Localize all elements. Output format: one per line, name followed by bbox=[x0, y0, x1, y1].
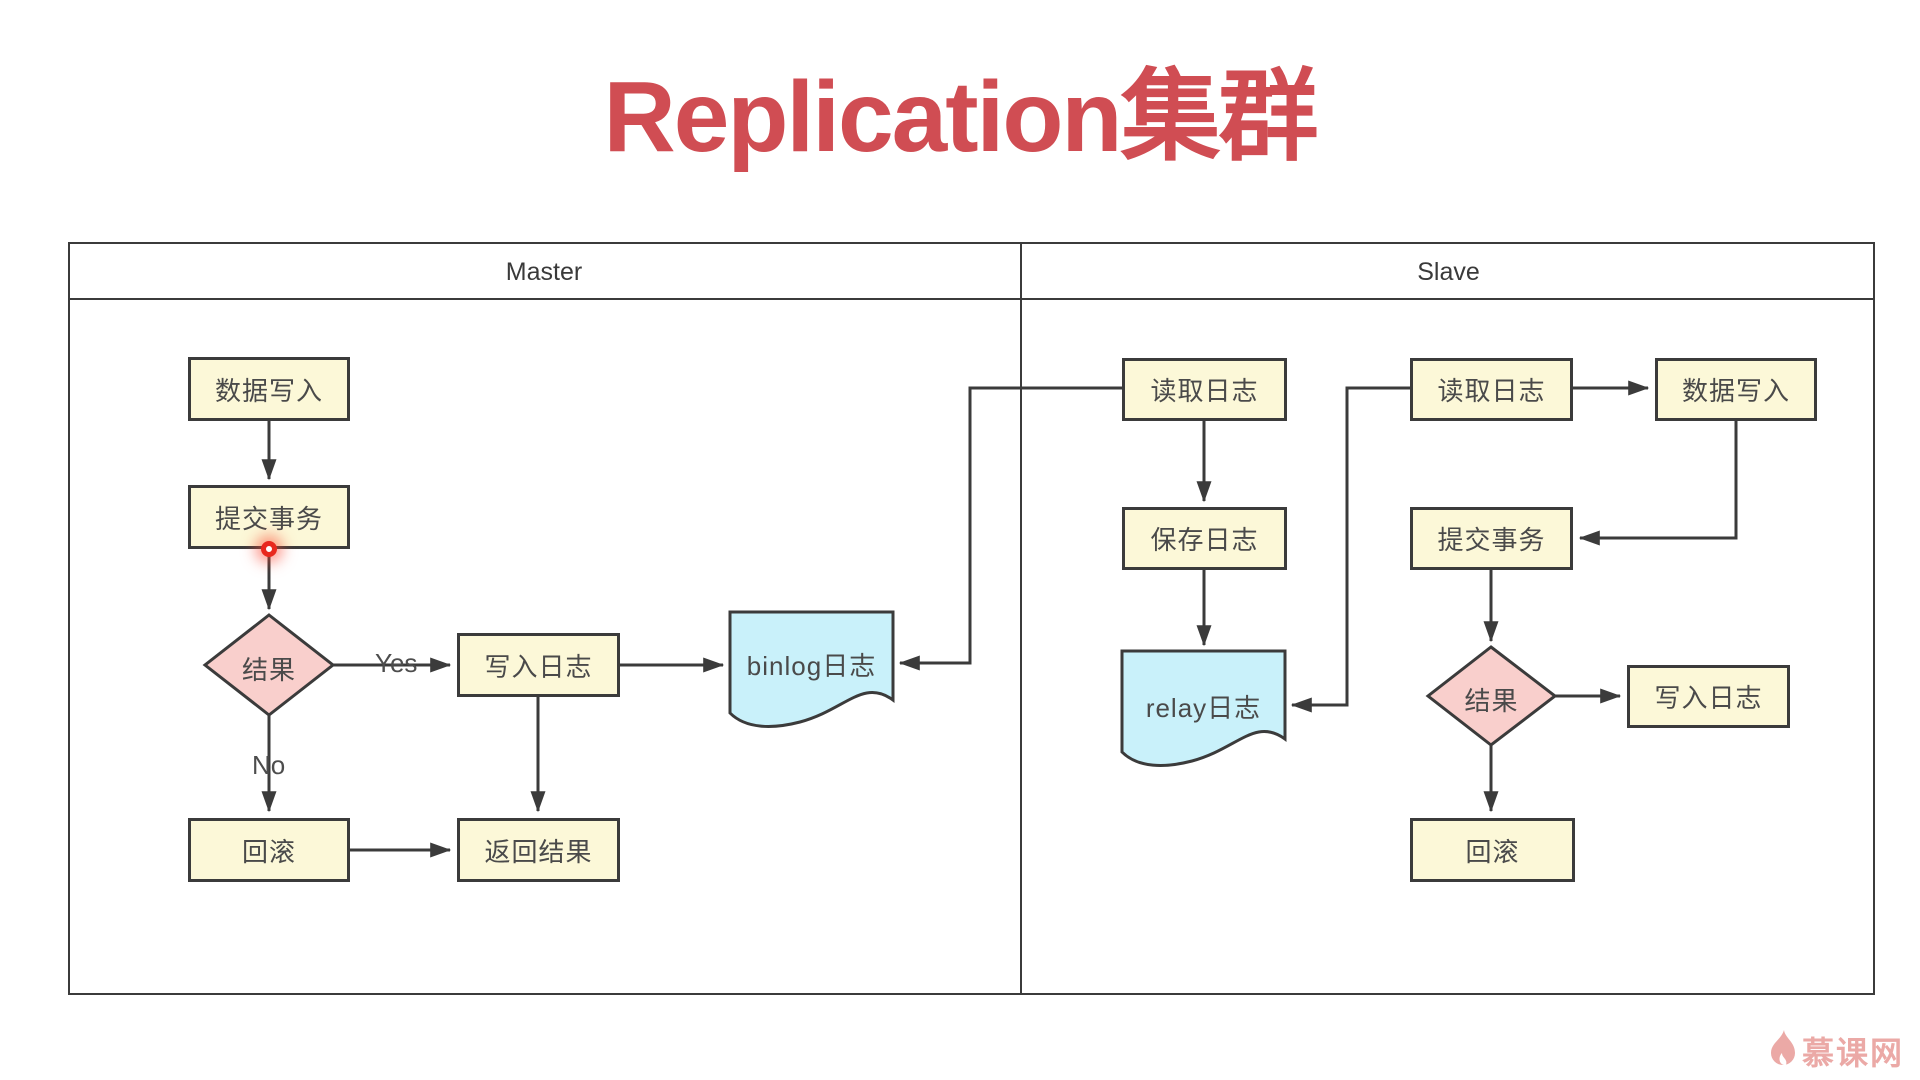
edge-label-yes: Yes bbox=[375, 648, 418, 678]
slave-node-commit-tx: 提交事务 bbox=[1410, 507, 1573, 570]
slave-result-label: 结果 bbox=[1464, 686, 1519, 716]
master-result-diamond bbox=[202, 613, 336, 717]
master-node-data-write: 数据写入 bbox=[188, 357, 350, 421]
relay-document-shape bbox=[1120, 649, 1287, 767]
master-result-label: 结果 bbox=[241, 655, 296, 685]
edge-slave-readlog1-binlog bbox=[898, 386, 1122, 671]
watermark: 慕课网 bbox=[1768, 1028, 1904, 1074]
master-slave-divider bbox=[1020, 242, 1022, 995]
edge-slave-datawrite-commit bbox=[1578, 421, 1738, 546]
slave-panel-title: Slave bbox=[1417, 258, 1480, 286]
slave-node-read-log-1: 读取日志 bbox=[1122, 358, 1287, 421]
panel-header-band bbox=[68, 242, 1875, 300]
slave-result-diamond bbox=[1425, 645, 1558, 747]
master-node-return-result: 返回结果 bbox=[457, 818, 620, 882]
slave-node-read-log-2: 读取日志 bbox=[1410, 358, 1573, 421]
slave-node-write-log: 写入日志 bbox=[1627, 665, 1790, 728]
slave-node-rollback: 回滚 bbox=[1410, 818, 1575, 882]
master-node-write-log: 写入日志 bbox=[457, 633, 620, 697]
page-title: Replication集群 bbox=[603, 61, 1319, 173]
relay-label: relay日志 bbox=[1145, 693, 1262, 723]
master-node-commit-tx: 提交事务 bbox=[188, 485, 350, 549]
flame-icon bbox=[1770, 1030, 1795, 1066]
watermark-text: 慕课网 bbox=[1801, 1035, 1904, 1071]
slave-node-data-write: 数据写入 bbox=[1655, 358, 1817, 421]
slave-node-save-log: 保存日志 bbox=[1122, 507, 1287, 570]
edge-label-no: No bbox=[252, 750, 286, 780]
master-panel-title: Master bbox=[505, 258, 583, 286]
master-node-rollback: 回滚 bbox=[188, 818, 350, 882]
edge-slave-readlog2-relay bbox=[1290, 386, 1410, 713]
binlog-document-shape bbox=[728, 610, 895, 728]
binlog-label: binlog日志 bbox=[746, 651, 877, 681]
cursor-indicator bbox=[261, 541, 277, 557]
